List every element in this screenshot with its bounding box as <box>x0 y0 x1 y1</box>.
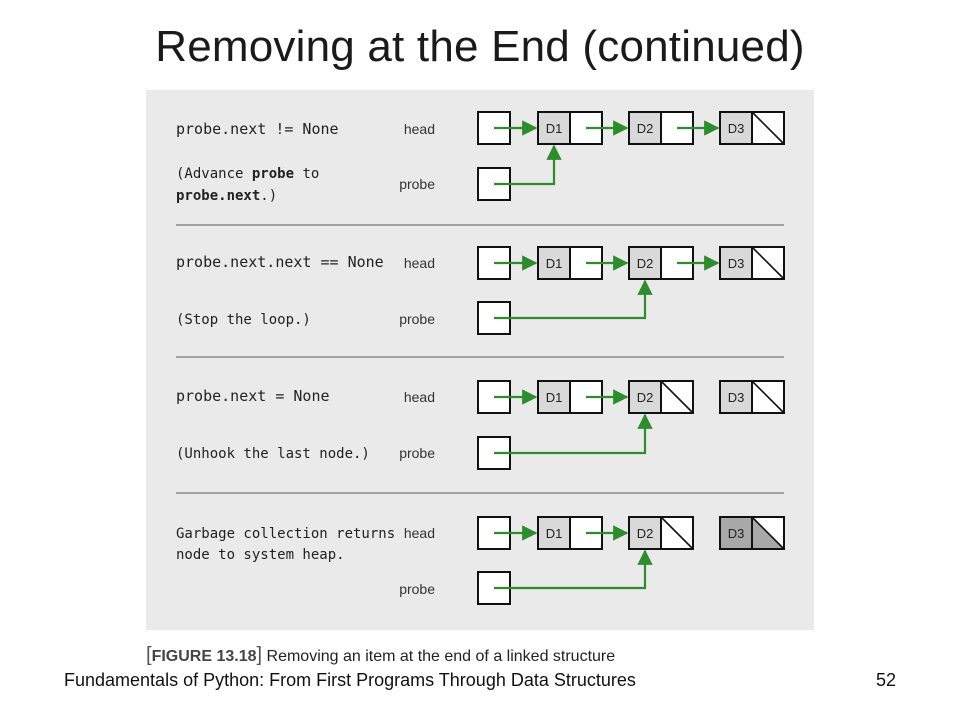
panel4-head-label: head <box>404 525 435 541</box>
panel4-probe-arrow <box>494 549 653 590</box>
panel4-d2-null-slash <box>660 516 694 550</box>
panel3-probe-arrow <box>494 413 653 455</box>
panel2-code: probe.next.next == None <box>176 253 384 271</box>
figure-number: FIGURE 13.18 <box>151 648 257 665</box>
panel4-node-d1-data <box>537 516 571 550</box>
page-number: 52 <box>875 670 896 690</box>
panel3-note: (Unhook the last node.) <box>176 446 370 462</box>
panel4-d3-null-slash <box>751 516 785 550</box>
slide-title: Removing at the End (continued) <box>155 22 805 71</box>
panel1-note-line2: probe.next.) <box>176 188 277 204</box>
panel1-note-line1: (Advance probe to <box>176 166 319 182</box>
panel4-node-d3-data-garbage <box>719 516 753 550</box>
panel1-node-d2-data <box>628 111 662 145</box>
panel2-note: (Stop the loop.) <box>176 312 311 328</box>
panel2-node-d2-label: D2 <box>637 256 654 271</box>
panel1-node-d3-label: D3 <box>728 121 745 136</box>
panel2-d3-null-slash <box>751 246 785 280</box>
footer-book-title: Fundamentals of Python: From First Progr… <box>64 670 636 690</box>
panel3-d2-null-slash <box>660 380 694 414</box>
panel-unhook-last-node: probe.next = None (Unhook the last node.… <box>176 380 785 470</box>
panel4-node-d1-label: D1 <box>546 526 563 541</box>
panel3-probe-label: probe <box>399 445 435 461</box>
panel3-node-d1-label: D1 <box>546 390 563 405</box>
figure-caption: [FIGURE 13.18] Removing an item at the e… <box>146 644 615 667</box>
panel3-node-d2-label: D2 <box>637 390 654 405</box>
figure-panel: probe.next != None (Advance probe to pro… <box>146 90 814 630</box>
panel2-node-d3-label: D3 <box>728 256 745 271</box>
panel3-code: probe.next = None <box>176 387 330 405</box>
panel1-head-label: head <box>404 121 435 137</box>
panel4-probe-label: probe <box>399 581 435 597</box>
panel1-node-d1-label: D1 <box>546 121 563 136</box>
panel1-probe-label: probe <box>399 176 435 192</box>
panel2-head-label: head <box>404 255 435 271</box>
panel4-note-line2: node to system heap. <box>176 547 345 563</box>
caption-bracket-open: [ <box>146 644 152 666</box>
panel4-note-line1: Garbage collection returns <box>176 526 395 542</box>
panel1-probe-arrow <box>494 144 562 186</box>
panel4-node-d3-next-border <box>751 516 785 550</box>
panel2-node-d2-next <box>660 246 694 280</box>
panel2-node-d2-data <box>628 246 662 280</box>
panel3-head-label: head <box>404 389 435 405</box>
panel3-node-d1-data <box>537 380 571 414</box>
panel2-node-d1-label: D1 <box>546 256 563 271</box>
panel1-code: probe.next != None <box>176 120 339 138</box>
panel2-probe-label: probe <box>399 311 435 327</box>
figure-caption-text: Removing an item at the end of a linked … <box>266 648 616 665</box>
panel3-d3-null-slash <box>751 380 785 414</box>
panel3-node-d2-data <box>628 380 662 414</box>
linked-structure-diagram: probe.next != None (Advance probe to pro… <box>176 111 785 605</box>
panel4-node-d3-label: D3 <box>728 526 745 541</box>
panel1-node-d2-label: D2 <box>637 121 654 136</box>
panel-advance-probe: probe.next != None (Advance probe to pro… <box>176 111 785 204</box>
caption-bracket-close: ] <box>256 644 263 666</box>
panel4-node-d2-label: D2 <box>637 526 654 541</box>
panel1-node-d3-data <box>719 111 753 145</box>
panel-garbage-collection: Garbage collection returns node to syste… <box>176 516 785 605</box>
panel2-probe-arrow <box>494 279 653 320</box>
panel1-d3-null-slash <box>751 111 785 145</box>
panel-stop-loop: probe.next.next == None (Stop the loop.)… <box>176 246 785 335</box>
panel3-node-d3-label: D3 <box>728 390 745 405</box>
